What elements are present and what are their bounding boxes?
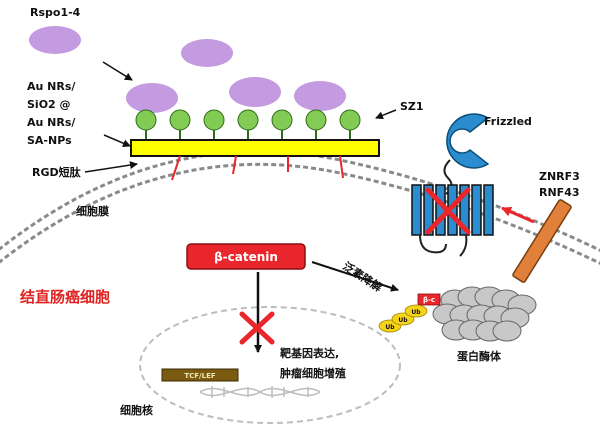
- rspo-label: Rspo1-4: [30, 6, 81, 19]
- tcf-lef-bar: [161, 368, 239, 382]
- rgd-linkers: [171, 155, 344, 181]
- cancer-cell-label: 结直肠癌细胞: [20, 288, 110, 306]
- tcf-lef-label: TCF/LEF: [184, 372, 215, 380]
- nanoparticle-label-line: SiO2 @: [27, 98, 71, 111]
- rspo-bound: [294, 81, 346, 111]
- rgd-label: RGD短肽: [32, 165, 82, 179]
- nanoparticle-label-line: SA-NPs: [27, 134, 72, 147]
- nanoparticle-labels: Au NRs/ SiO2 @ Au NRs/ SA-NPs: [27, 80, 76, 147]
- sz1-ligand: [237, 109, 259, 131]
- membrane-label: 细胞膜: [76, 204, 109, 218]
- degradation-arrow: [311, 261, 399, 292]
- beta-catenin-label: β-catenin: [214, 250, 278, 264]
- sz1-ligand: [339, 109, 361, 131]
- ub-label: Ub: [398, 317, 408, 324]
- transcription-block-mark: [239, 311, 275, 345]
- beta-c-tag-label: β-c: [423, 296, 435, 304]
- sz1-ligand: [169, 109, 191, 131]
- sz1-arrow: [375, 109, 397, 120]
- sz1-ligand: [271, 109, 293, 131]
- degradation-label: 泛素降解: [340, 259, 385, 295]
- frizzled-block-mark: [425, 187, 471, 235]
- rspo-protein: [29, 26, 81, 54]
- sz1-ligand: [203, 109, 225, 131]
- znrf3-inhibit-arrow: [501, 206, 535, 224]
- rnf43-label: RNF43: [539, 186, 580, 199]
- nanoparticle-bar: [130, 139, 380, 157]
- ub-label: Ub: [385, 324, 395, 331]
- sz1-ligand: [305, 109, 327, 131]
- sz1-ligand: [135, 109, 157, 131]
- frizzled-label: Frizzled: [484, 115, 532, 128]
- nucleus-label: 细胞核: [120, 403, 153, 417]
- znrf3-label: ZNRF3: [539, 170, 580, 183]
- ub-label: Ub: [411, 309, 421, 316]
- rspo-arrow: [102, 61, 133, 81]
- rspo-bound: [229, 77, 281, 107]
- frizzled-receptor: [411, 113, 494, 257]
- target-genes-line: 肿瘤细胞增殖: [280, 366, 346, 380]
- nanoparticle-label-line: Au NRs/: [27, 80, 76, 93]
- rspo-protein: [181, 39, 233, 67]
- beta-c-tag: [417, 293, 441, 306]
- nanoparticle-label-line: Au NRs/: [27, 116, 76, 129]
- rspo-bound: [126, 83, 178, 113]
- proteasome: [432, 286, 537, 342]
- beta-catenin-box: [186, 243, 306, 270]
- nanoparticle-arrow: [103, 134, 131, 147]
- sz1-ligands: [135, 109, 361, 131]
- proteasome-label: 蛋白酶体: [457, 349, 502, 363]
- rgd-arrow: [84, 161, 138, 173]
- sz1-label: SZ1: [400, 100, 424, 113]
- ubiquitin-chain: [378, 304, 428, 333]
- dna-helix: [199, 386, 321, 398]
- sz1-stems: [145, 130, 351, 140]
- nucleus-envelope: [139, 306, 401, 424]
- target-genes-line: 靶基因表达,: [280, 346, 339, 360]
- znrf3-rnf43-bar: [512, 199, 572, 283]
- cell-membrane: [0, 149, 600, 265]
